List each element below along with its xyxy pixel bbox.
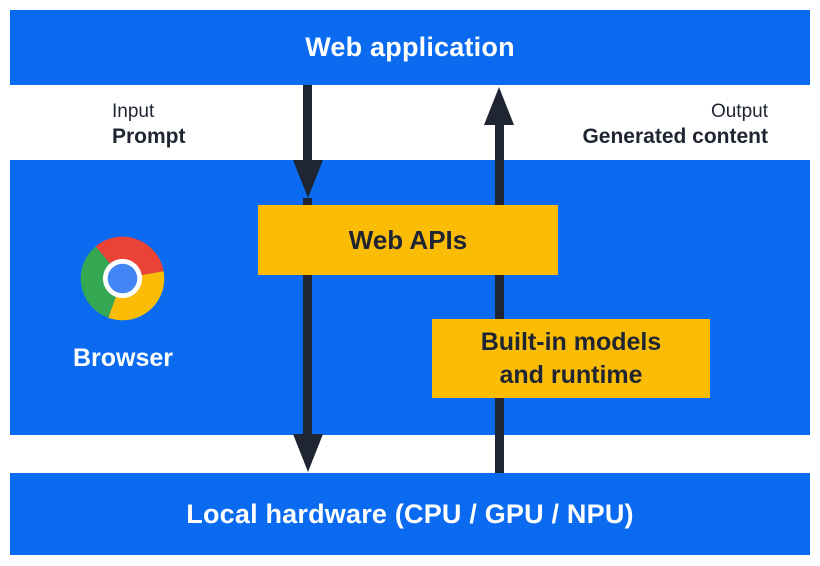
arrow-down-icon [293,160,323,198]
output-label: Generated content [582,125,768,148]
local-hardware-layer: Local hardware (CPU / GPU / NPU) [10,473,810,555]
input-flow-line-upper [303,85,312,163]
input-flow-line-lower [303,198,312,437]
arrow-up-icon [484,87,514,125]
arrow-down-icon [293,434,323,472]
web-application-label: Web application [305,32,515,62]
browser-label: Browser [72,344,174,372]
output-caption: Output [710,101,768,122]
input-label: Prompt [112,125,186,148]
web-application-layer: Web application [10,10,810,85]
output-flow-line [495,125,504,473]
chrome-logo-icon [80,236,165,321]
local-hardware-label: Local hardware (CPU / GPU / NPU) [186,498,634,529]
input-caption: Input [112,101,155,122]
builtin-models-box: Built-in models and runtime [432,319,710,398]
web-apis-box: Web APIs [258,205,558,275]
web-apis-label: Web APIs [348,224,468,255]
builtin-models-label-line2: and runtime [499,360,643,389]
builtin-models-label-line1: Built-in models [480,327,662,356]
input-annotation: Input Prompt [112,100,186,149]
output-annotation: Output Generated content [582,100,768,149]
